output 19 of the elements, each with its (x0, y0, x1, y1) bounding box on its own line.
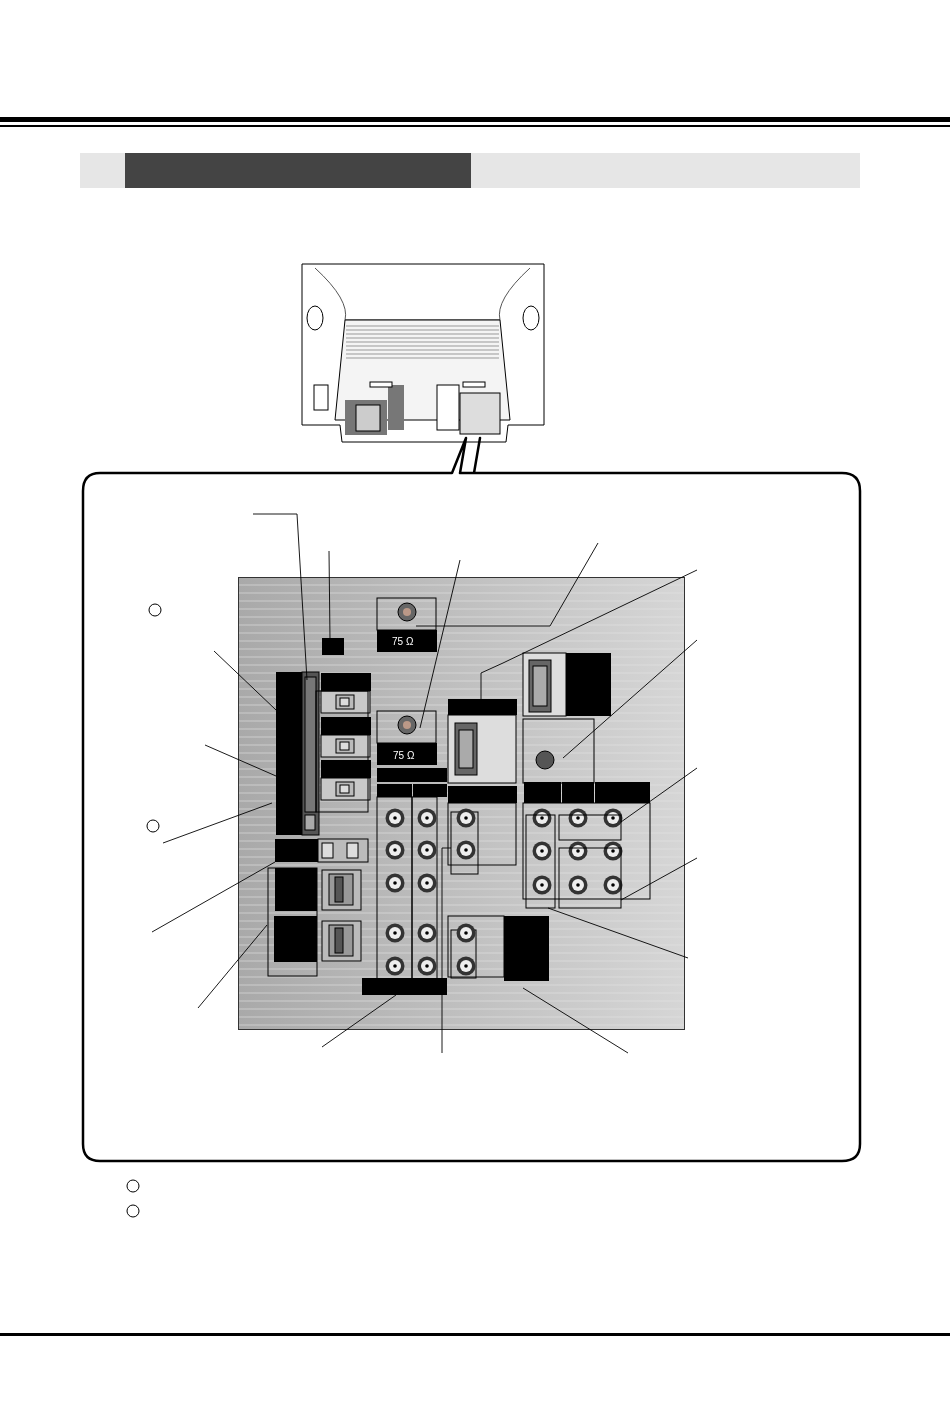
leader-line (204, 744, 277, 777)
leader-line (480, 569, 698, 700)
leader-line (441, 847, 452, 1054)
port-label: 75 Ω (393, 750, 415, 762)
leader-line (415, 542, 599, 627)
leader-line (162, 802, 273, 844)
leader-line (547, 907, 689, 959)
leader-line (197, 924, 268, 1009)
leader-line (419, 559, 461, 729)
leader-line (213, 650, 277, 711)
leader-line (620, 857, 698, 901)
leader-line (522, 987, 629, 1054)
leader-line (252, 513, 308, 681)
leader-line (562, 639, 698, 759)
port-label: 75 Ω (392, 636, 414, 648)
leader-line (321, 994, 397, 1048)
leader-line (151, 861, 276, 933)
leader-line (620, 767, 698, 823)
leader-line (328, 550, 331, 641)
